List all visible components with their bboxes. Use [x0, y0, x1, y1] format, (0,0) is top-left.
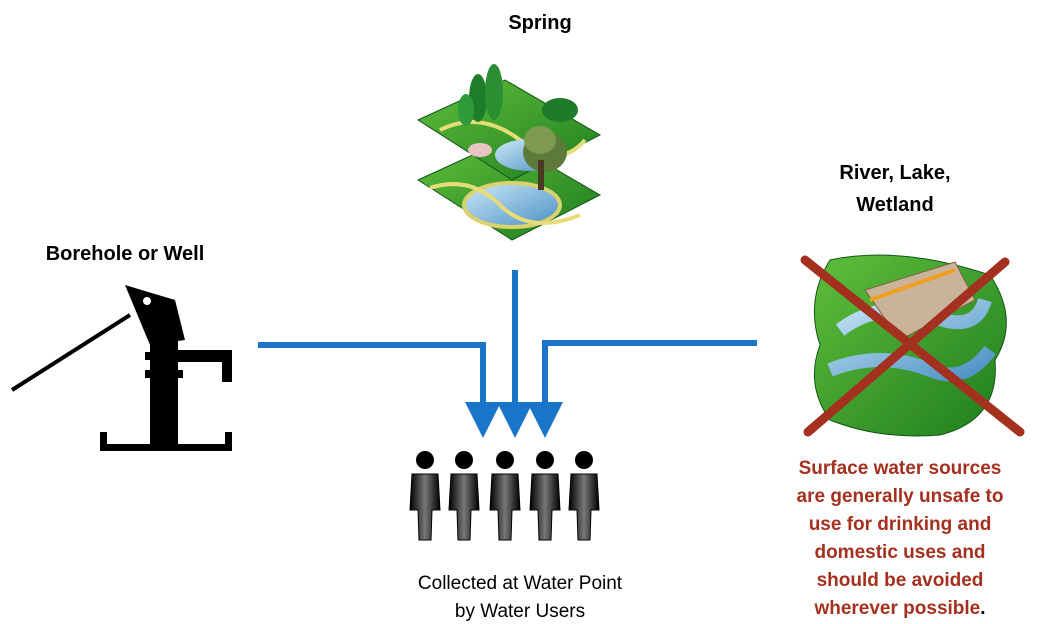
warning-line: domestic uses and — [814, 542, 986, 563]
warning-line: are generally unsafe to — [796, 486, 1004, 507]
hand-pump-icon — [10, 285, 232, 451]
arrow-from-borehole — [258, 342, 501, 438]
water-users-label-line2: by Water Users — [454, 601, 586, 622]
water-users-group — [409, 451, 600, 541]
river-label-line1: River, Lake, — [839, 162, 951, 184]
person-icon — [409, 451, 441, 541]
river-label: River, Lake, Wetland — [790, 157, 1000, 221]
person-icon — [568, 451, 600, 541]
person-icon — [448, 451, 480, 541]
water-users-label: Collected at Water Point by Water Users — [330, 570, 710, 624]
person-icon — [489, 451, 521, 541]
flow-arrows — [258, 270, 757, 438]
warning-period: . — [980, 598, 986, 619]
borehole-label: Borehole or Well — [45, 243, 205, 265]
river-label-line2: Wetland — [856, 194, 934, 216]
warning-line: should be avoided — [816, 570, 984, 591]
spring-landscape-icon — [416, 64, 602, 241]
water-users-label-line1: Collected at Water Point — [417, 573, 623, 594]
arrow-from-river — [527, 340, 757, 438]
prohibited-cross-icon — [800, 255, 1025, 437]
spring-label: Spring — [508, 12, 572, 34]
warning-line: use for drinking and — [808, 514, 992, 535]
surface-water-warning: Surface water sources are generally unsa… — [760, 455, 1040, 623]
warning-line-text: wherever possible — [814, 598, 981, 619]
warning-line: Surface water sources — [798, 458, 1002, 479]
person-icon — [529, 451, 561, 541]
warning-line-last: wherever possible. — [760, 595, 1040, 623]
